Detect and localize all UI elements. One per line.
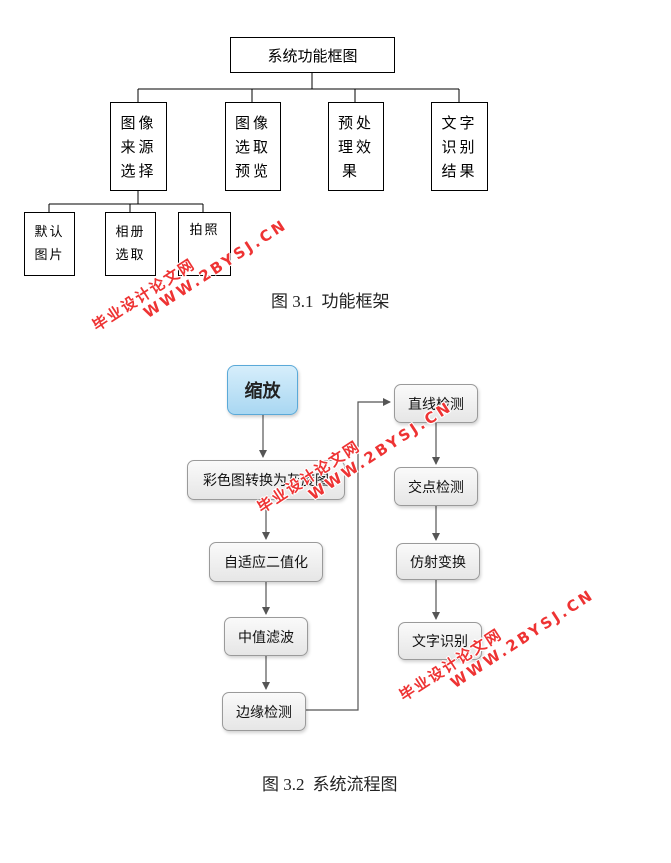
node-preprocess-result: 预处 理效 果 [328,102,384,191]
flow-step-affine-transform: 仿射变换 [396,543,480,580]
node-take-photo: 拍照 [178,212,231,276]
flow-step-median-filter: 中值滤波 [224,617,308,656]
node-line: 识别 [441,137,478,156]
node-line: 图像 [120,113,157,132]
flow-step-label: 彩色图转换为灰度图 [203,473,329,489]
node-default-image: 默认 图片 [24,212,75,276]
node-line: 相册 [115,225,146,240]
node-line: 文字 [441,113,478,132]
flow-connectors [259,398,440,711]
caption-text: 功能框架 [321,292,390,312]
caption-number: 图 3.2 [262,775,305,794]
flow-start-label: 缩放 [244,381,281,402]
node-image-source: 图像 来源 选择 [110,102,167,191]
flow-step-label: 中值滤波 [238,629,294,646]
node-line: 拍照 [189,223,220,238]
node-line: 图像 [234,113,271,132]
node-line: 选择 [120,161,157,180]
tree-connectors [48,73,460,212]
caption-text: 系统流程图 [312,775,398,795]
node-line: 选取 [115,248,146,263]
flow-step-label: 文字识别 [412,634,468,650]
figure-caption-2: 图 3.2 系统流程图 [262,770,398,795]
flow-step-label: 直线检测 [408,396,464,413]
node-image-preview: 图像 选取 预览 [225,102,281,191]
node-line: 来源 [120,137,157,156]
node-line: 预览 [234,161,271,180]
node-text-recognition-result: 文字 识别 结果 [431,102,488,191]
node-album-select: 相册 选取 [105,212,156,276]
node-line: 选取 [234,137,271,156]
flow-step-intersection-detect: 交点检测 [394,467,478,506]
node-line: 图片 [34,248,65,263]
caption-number: 图 3.1 [271,292,314,311]
node-line: 理效 [337,137,374,156]
flow-step-adaptive-binarize: 自适应二值化 [209,542,323,582]
node-line: 预处 [337,113,374,132]
flow-step-label: 边缘检测 [236,704,292,721]
node-line: 果 [341,161,360,180]
flow-step-line-detect: 直线检测 [394,384,478,423]
flow-step-label: 交点检测 [408,479,464,496]
flow-step-grayscale: 彩色图转换为灰度图 [187,460,345,500]
flow-step-edge-detect: 边缘检测 [222,692,306,731]
root-node: 系统功能框图 [230,37,395,73]
root-label: 系统功能框图 [267,46,358,65]
figure-caption-1: 图 3.1 功能框架 [271,287,390,312]
node-line: 默认 [34,225,65,240]
flow-step-label: 仿射变换 [410,554,466,571]
flow-step-label: 自适应二值化 [224,555,308,571]
node-line: 结果 [441,161,478,180]
flow-start-node: 缩放 [227,365,298,415]
flow-step-text-recognition: 文字识别 [398,622,482,660]
